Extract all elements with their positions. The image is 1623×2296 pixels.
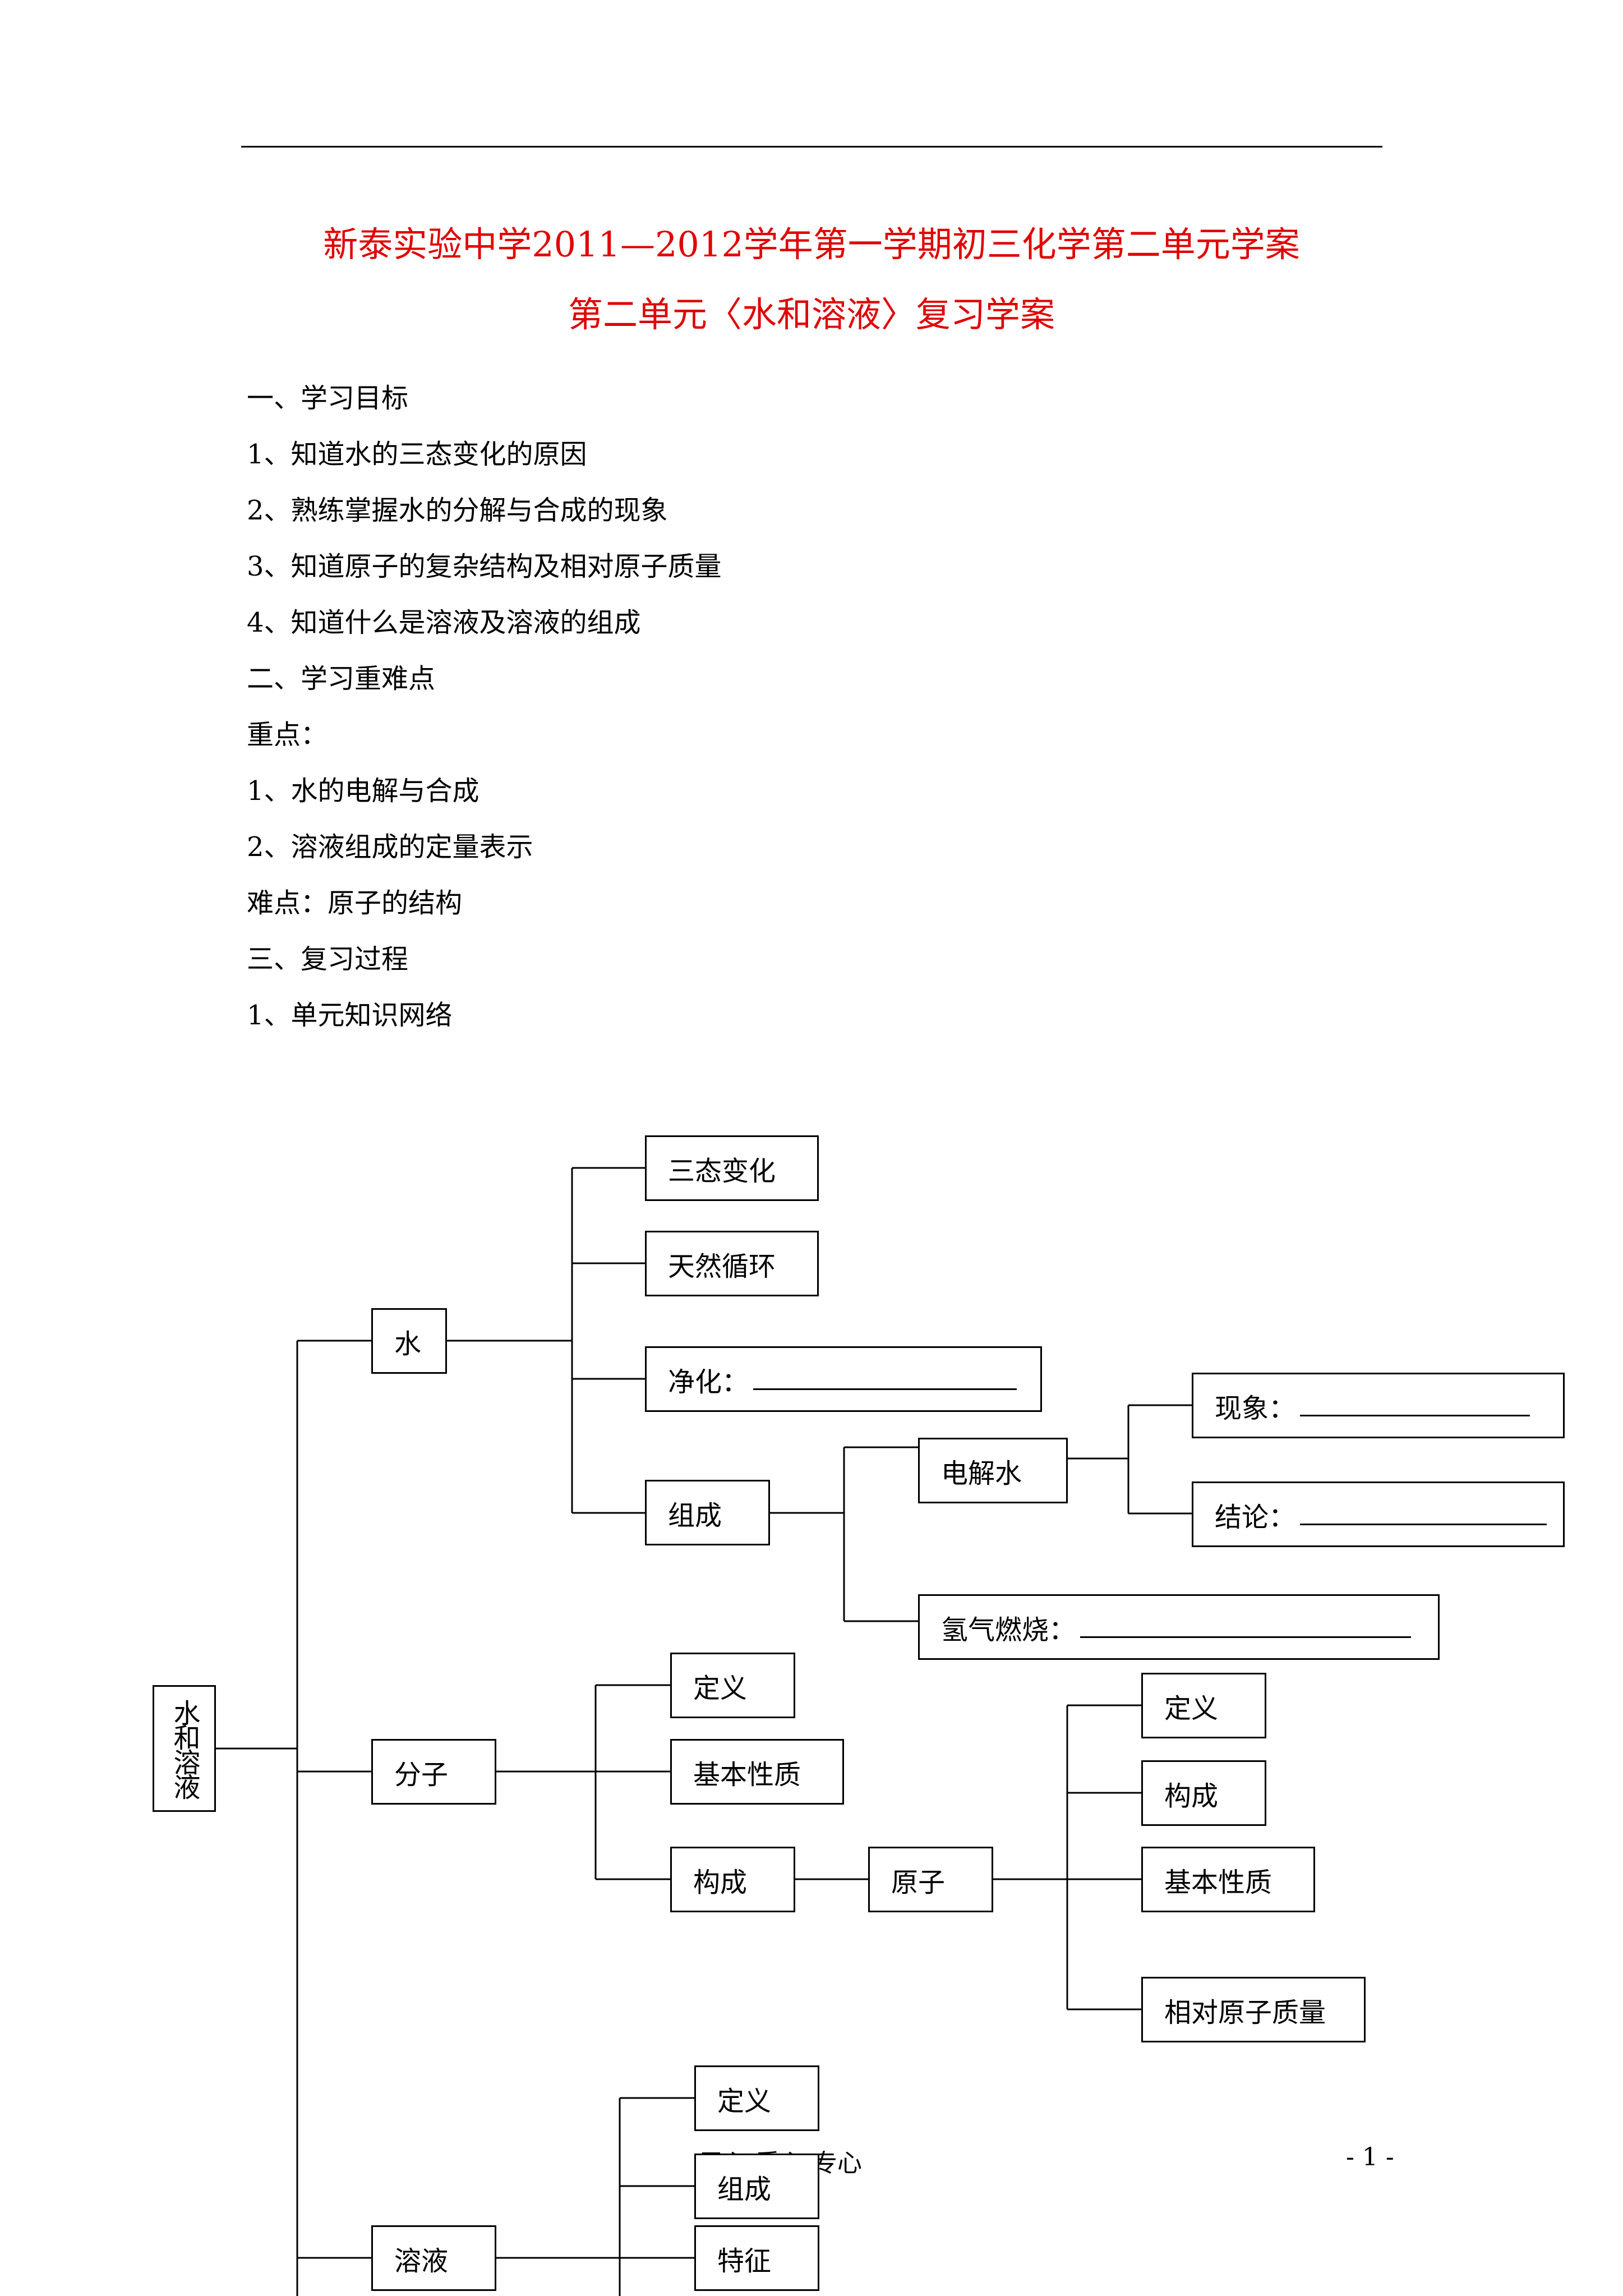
molecule-definition-box: 定义 <box>670 1653 795 1718</box>
diagram-root-box: 水和溶液 <box>153 1685 216 1812</box>
molecule-box: 分子 <box>371 1739 496 1805</box>
hydrogen-burning-label: 氢气燃烧： <box>941 1614 1076 1646</box>
key-point-item: 1、水的电解与合成 <box>247 775 479 807</box>
phenomenon-blank <box>1300 1395 1530 1416</box>
key-point-item: 2、溶液组成的定量表示 <box>247 831 533 863</box>
phenomenon-label: 现象： <box>1215 1392 1296 1424</box>
conclusion-box: 结论： <box>1192 1481 1565 1547</box>
solution-feature-box: 特征 <box>694 2225 819 2291</box>
objective-item: 4、知道什么是溶液及溶液的组成 <box>247 607 641 638</box>
section-heading: 一、学习目标 <box>247 383 409 414</box>
header-rule <box>241 146 1382 148</box>
solution-definition-box: 定义 <box>694 2065 819 2131</box>
hydrogen-burning-box: 氢气燃烧： <box>918 1594 1440 1660</box>
purification-box: 净化： <box>645 1346 1042 1412</box>
page-number: - 1 - <box>1346 2143 1394 2171</box>
key-points-label: 重点： <box>247 719 328 751</box>
subsection-heading: 1、单元知识网络 <box>247 1000 453 1031</box>
solution-box: 溶液 <box>371 2225 496 2291</box>
composition-box: 组成 <box>645 1480 770 1545</box>
document-subtitle: 第二单元〈水和溶液〉复习学案 <box>568 294 1055 335</box>
objective-item: 2、熟练掌握水的分解与合成的现象 <box>247 495 668 526</box>
natural-cycle-box: 天然循环 <box>645 1231 819 1296</box>
section-heading: 三、复习过程 <box>247 944 409 975</box>
objective-item: 3、知道原子的复杂结构及相对原子质量 <box>247 551 722 582</box>
three-states-box: 三态变化 <box>645 1135 819 1201</box>
section-heading: 二、学习重难点 <box>247 663 436 694</box>
purification-label: 净化： <box>668 1366 749 1398</box>
conclusion-blank <box>1300 1503 1547 1525</box>
atom-properties-box: 基本性质 <box>1141 1847 1315 1912</box>
purification-blank <box>753 1368 1017 1390</box>
molecule-properties-box: 基本性质 <box>670 1739 844 1805</box>
molecule-composition-box: 构成 <box>670 1847 795 1912</box>
electrolysis-box: 电解水 <box>918 1438 1068 1503</box>
relative-atomic-mass-box: 相对原子质量 <box>1141 1977 1366 2042</box>
document-title: 新泰实验中学2011—2012学年第一学期初三化学第二单元学案 <box>323 224 1300 265</box>
hydrogen-burning-blank <box>1080 1616 1412 1638</box>
water-box: 水 <box>371 1308 447 1374</box>
phenomenon-box: 现象： <box>1192 1373 1565 1438</box>
atom-composition-box: 构成 <box>1141 1760 1266 1826</box>
atom-definition-box: 定义 <box>1141 1673 1266 1738</box>
difficulty-line: 难点：原子的结构 <box>247 887 463 919</box>
atom-box: 原子 <box>868 1847 993 1912</box>
solution-composition-box: 组成 <box>694 2154 819 2219</box>
objective-item: 1、知道水的三态变化的原因 <box>247 439 587 470</box>
conclusion-label: 结论： <box>1215 1501 1296 1533</box>
